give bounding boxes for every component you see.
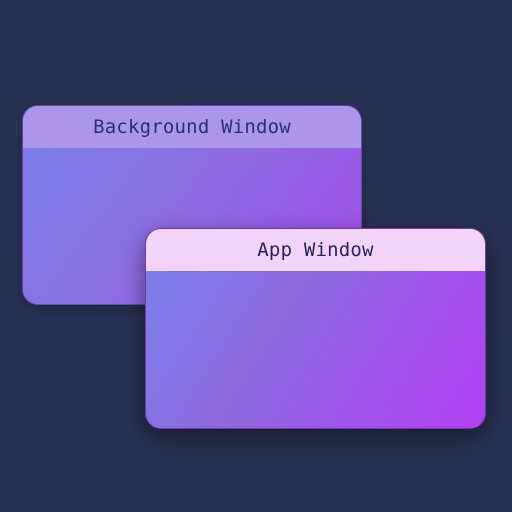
app-window-title: App Window <box>257 239 374 261</box>
app-window[interactable]: App Window <box>145 228 486 429</box>
app-window-titlebar[interactable]: App Window <box>146 229 485 271</box>
background-window[interactable]: Background Window <box>22 105 362 305</box>
app-window-content[interactable] <box>146 271 485 428</box>
background-window-titlebar[interactable]: Background Window <box>23 106 361 148</box>
background-window-title: Background Window <box>93 116 291 138</box>
